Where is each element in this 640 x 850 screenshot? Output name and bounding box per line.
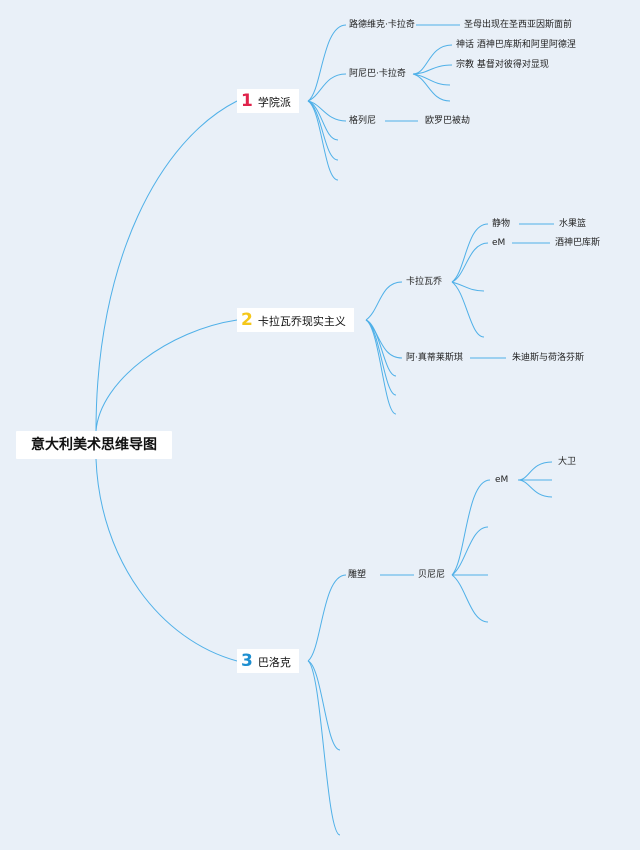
node-reni-work[interactable]: 欧罗巴被劫 (424, 115, 472, 127)
branch-label: 卡拉瓦乔现实主义 (257, 315, 346, 328)
node-caravaggio[interactable]: 卡拉瓦乔 (405, 276, 444, 288)
connector-root-b2 (95, 319, 238, 432)
branch-number: 1 (241, 91, 253, 111)
branch-label: 巴洛克 (257, 656, 291, 669)
node-fruit-basket[interactable]: 水果篮 (558, 218, 588, 230)
node-em[interactable]: eM (494, 474, 510, 486)
node-bernini[interactable]: 贝尼尼 (417, 569, 447, 581)
node-annibale-carracci[interactable]: 阿尼巴·卡拉奇 (348, 68, 407, 80)
node-david[interactable]: 大卫 (557, 456, 578, 468)
node-gentileschi[interactable]: 阿·真蒂莱斯琪 (405, 352, 464, 364)
branch-number: 3 (241, 651, 253, 671)
connector-b3-fan (307, 461, 553, 836)
connector-root-b3 (95, 458, 238, 662)
node-annibale-myth[interactable]: 神话 酒神巴库斯和阿里阿德涅 (455, 39, 577, 51)
node-annibale-religion[interactable]: 宗教 基督对彼得对显现 (455, 59, 550, 71)
node-bacchus[interactable]: 酒神巴库斯 (554, 237, 602, 249)
node-still-life[interactable]: 静物 (491, 218, 512, 230)
root-node[interactable]: 意大利美术思维导图 (16, 431, 172, 459)
node-ludovico-carracci[interactable]: 路德维克·卡拉奇 (348, 19, 416, 31)
connector-root-b1 (95, 100, 238, 432)
connector-b1-fan (307, 24, 460, 181)
branch-caravaggism[interactable]: 2 卡拉瓦乔现实主义 (237, 308, 354, 332)
node-em[interactable]: eM (491, 237, 507, 249)
branch-number: 2 (241, 310, 253, 330)
branch-baroque[interactable]: 3 巴洛克 (237, 649, 299, 673)
node-sculpture[interactable]: 雕塑 (347, 569, 368, 581)
node-ludovico-work[interactable]: 圣母出现在圣西亚因斯面前 (463, 19, 574, 31)
node-judith[interactable]: 朱迪斯与荷洛芬斯 (511, 352, 586, 364)
connector-b2-fan (365, 223, 554, 415)
branch-academic[interactable]: 1 学院派 (237, 89, 299, 113)
node-reni[interactable]: 格列尼 (348, 115, 378, 127)
branch-label: 学院派 (257, 96, 291, 109)
